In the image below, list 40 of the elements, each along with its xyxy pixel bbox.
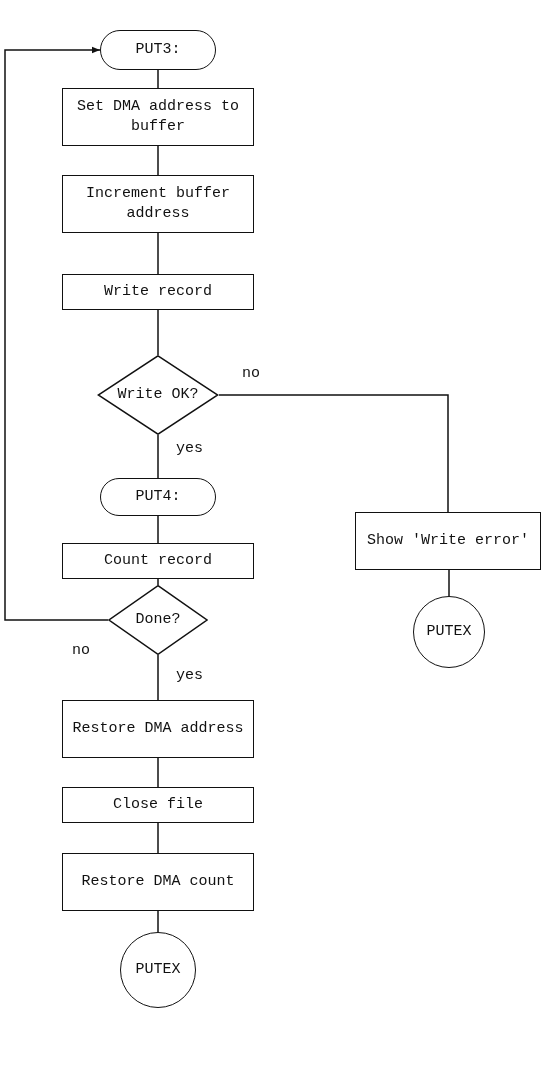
decision-diamond xyxy=(97,355,219,435)
node-text: Show 'Write error' xyxy=(366,530,530,551)
process-box xyxy=(62,543,254,579)
node-text: PUTEX xyxy=(134,959,182,980)
node-text: PUTEX xyxy=(425,621,473,642)
node-text: Close file xyxy=(112,794,204,815)
node-text: Set DMA address to buffer xyxy=(76,96,240,137)
connector-line xyxy=(157,69,159,89)
node-text: Write record xyxy=(103,281,213,302)
process-box xyxy=(355,512,541,570)
connector-line xyxy=(157,578,159,586)
connector-line xyxy=(157,232,159,275)
process-box xyxy=(62,853,254,911)
connector-line xyxy=(157,757,159,788)
connector-line xyxy=(157,434,159,479)
connector-line xyxy=(157,145,159,176)
node-text: Increment buffer address xyxy=(85,183,231,224)
node-text: Write OK? xyxy=(116,384,200,405)
process-box xyxy=(62,175,254,233)
node-text: Restore DMA address xyxy=(71,718,245,739)
node-text: Done? xyxy=(134,609,182,630)
process-box xyxy=(62,274,254,310)
connector-line xyxy=(157,515,159,544)
node-text: Count record xyxy=(103,550,213,571)
connector-line xyxy=(157,654,159,701)
arrow xyxy=(4,46,109,621)
connector-line xyxy=(448,569,450,597)
node-text: PUT3: xyxy=(134,39,182,60)
terminal-box xyxy=(100,30,216,70)
connector-line xyxy=(218,394,449,513)
connector-line xyxy=(157,309,159,356)
process-box xyxy=(62,88,254,146)
process-box xyxy=(62,787,254,823)
process-box xyxy=(62,700,254,758)
node-text: Restore DMA count xyxy=(80,871,236,892)
decision-diamond xyxy=(108,585,208,655)
terminal-box xyxy=(100,478,216,516)
connector-line xyxy=(157,822,159,854)
node-text: PUT4: xyxy=(134,486,182,507)
connector-line xyxy=(157,910,159,933)
